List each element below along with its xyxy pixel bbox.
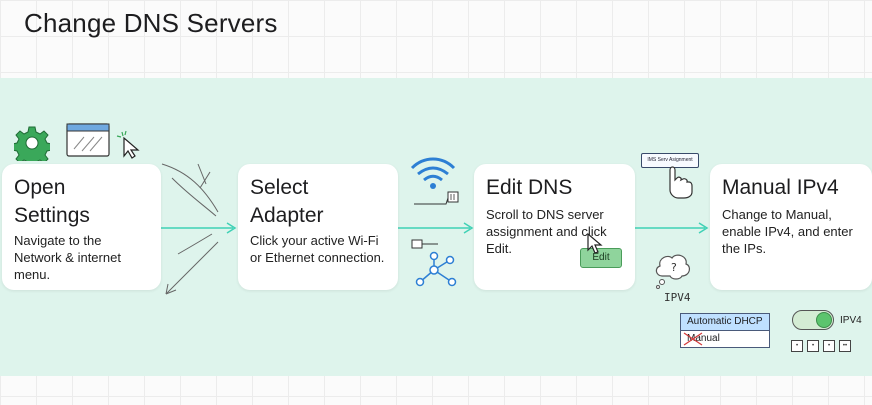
thought-bubble-icon: ?	[655, 254, 691, 289]
step-title-line: Settings	[14, 204, 90, 227]
step-title-line: Select	[250, 176, 309, 199]
step-description: Scroll to DNS server assignment and clic…	[486, 206, 607, 257]
step-description-line: Scroll to DNS server	[486, 207, 604, 222]
arrow-step2-to-step3	[398, 222, 474, 234]
dropdown-option-automatic: Automatic DHCP	[681, 314, 769, 331]
step-card-manual-ipv4: Manual IPv4 Change to Manual, enable IPv…	[710, 164, 872, 290]
ipv4-toggle	[792, 310, 834, 330]
ethernet-network-icon	[411, 239, 457, 287]
ip-address-fields: • • • ••	[791, 340, 851, 352]
dropdown-option-manual: Manual	[681, 331, 769, 347]
step-description-line: enable IPv4, and enter	[722, 224, 853, 239]
browser-window-icon	[66, 123, 110, 157]
arrow-step1-to-step2	[161, 222, 237, 234]
ipv4-caption: IPV4	[664, 291, 691, 304]
ipv4-toggle-label: IPV4	[840, 315, 862, 326]
step-description-line: Edit.	[486, 241, 513, 256]
ip-field: •	[823, 340, 835, 352]
step-description-line: or Ethernet connection.	[250, 250, 385, 265]
dns-assignment-tag: IMS Serv Asignment	[641, 153, 699, 168]
mouse-cursor-icon	[587, 232, 603, 254]
step-description-line: Click your active Wi-Fi	[250, 233, 379, 248]
pointing-hand-icon	[669, 166, 693, 199]
sketch-lines	[161, 163, 219, 295]
step-description: Click your active Wi-Fi or Ethernet conn…	[250, 232, 384, 266]
step-title: Open Settings	[14, 174, 90, 230]
ip-field: •	[807, 340, 819, 352]
step-card-open-settings: Open Settings Navigate to the Network & …	[2, 164, 161, 290]
arrow-step3-to-step4	[635, 222, 709, 234]
ip-field: ••	[839, 340, 851, 352]
dns-assignment-dropdown: Automatic DHCP Manual	[680, 313, 770, 348]
ip-field: •	[791, 340, 803, 352]
step-card-select-adapter: Select Adapter Click your active Wi-Fi o…	[238, 164, 398, 290]
step-title: Select Adapter	[250, 174, 324, 230]
step-title-line: Adapter	[250, 204, 324, 227]
step-description-line: Change to Manual,	[722, 207, 832, 222]
step-description-line: menu.	[14, 267, 51, 282]
page-title: Change DNS Servers	[24, 8, 278, 38]
step-description-line: Network & internet	[14, 250, 121, 265]
edit-button: Edit	[580, 248, 622, 268]
gear-icon	[14, 126, 50, 161]
toggle-knob	[816, 312, 832, 328]
step-title: Edit DNS	[486, 176, 573, 199]
step-card-edit-dns: Edit DNS Scroll to DNS server assignment…	[474, 164, 635, 290]
step-description: Change to Manual, enable IPv4, and enter…	[722, 206, 853, 257]
dropdown-option-manual-label: Manual	[687, 333, 720, 344]
cursor-icon	[116, 130, 140, 159]
step-description-line: assignment and click	[486, 224, 607, 239]
svg-text:?: ?	[671, 261, 677, 274]
step-description: Navigate to the Network & internet menu.	[14, 232, 121, 283]
wifi-icon	[410, 157, 459, 205]
step-description-line: Navigate to the	[14, 233, 102, 248]
step-description-line: the IPs.	[722, 241, 767, 256]
step-title-line: Open	[14, 176, 66, 199]
red-x-mark-icon	[683, 332, 703, 346]
step-title: Manual IPv4	[722, 176, 839, 199]
